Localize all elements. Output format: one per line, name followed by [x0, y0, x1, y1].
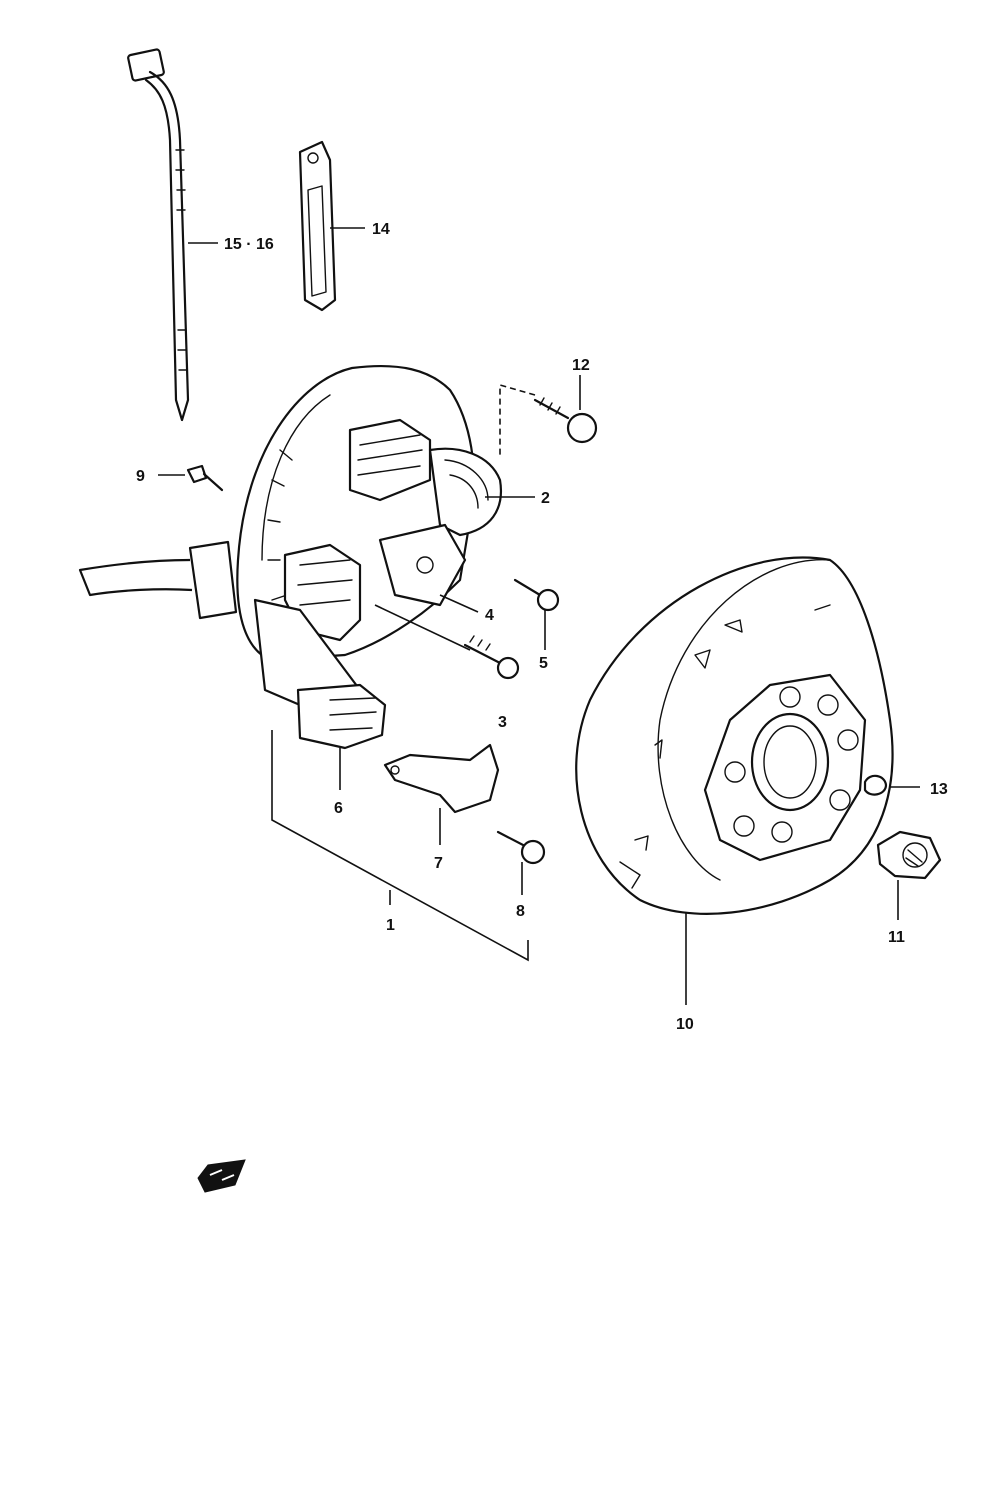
- screw-8-icon: [496, 830, 546, 865]
- leader-12-dash: [499, 383, 536, 455]
- nut-icon: [876, 830, 942, 880]
- callout-3: 3: [498, 714, 507, 731]
- callout-7: 7: [434, 855, 443, 872]
- callout-13: 13: [930, 781, 948, 798]
- callout-15-16: 15 · 16: [224, 236, 274, 253]
- bracket-icon: [383, 743, 500, 814]
- callout-5: 5: [539, 655, 548, 672]
- logo-mark-icon: [197, 1159, 246, 1193]
- callout-1: 1: [386, 917, 395, 934]
- leader-4: [439, 594, 479, 613]
- callout-8: 8: [516, 903, 525, 920]
- callout-10: 10: [676, 1016, 694, 1033]
- callout-2: 2: [541, 490, 550, 507]
- rotor-icon: [575, 556, 894, 915]
- leader-3: [374, 604, 471, 651]
- leader-1-bracket: [271, 730, 529, 962]
- clamp-icon: [298, 140, 337, 312]
- key-icon: [863, 774, 888, 796]
- callout-12: 12: [572, 357, 590, 374]
- callout-11: 11: [888, 929, 905, 946]
- screw-5-icon: [513, 578, 560, 612]
- screw-9-icon: [186, 464, 224, 492]
- stator-icon: [78, 365, 503, 750]
- callout-6: 6: [334, 800, 343, 817]
- screw-3-icon: [463, 635, 520, 680]
- cable-tie-icon: [127, 48, 190, 422]
- callout-14: 14: [372, 221, 390, 238]
- callout-9: 9: [136, 468, 145, 485]
- callout-4: 4: [485, 607, 494, 624]
- screw-12-icon: [533, 397, 598, 444]
